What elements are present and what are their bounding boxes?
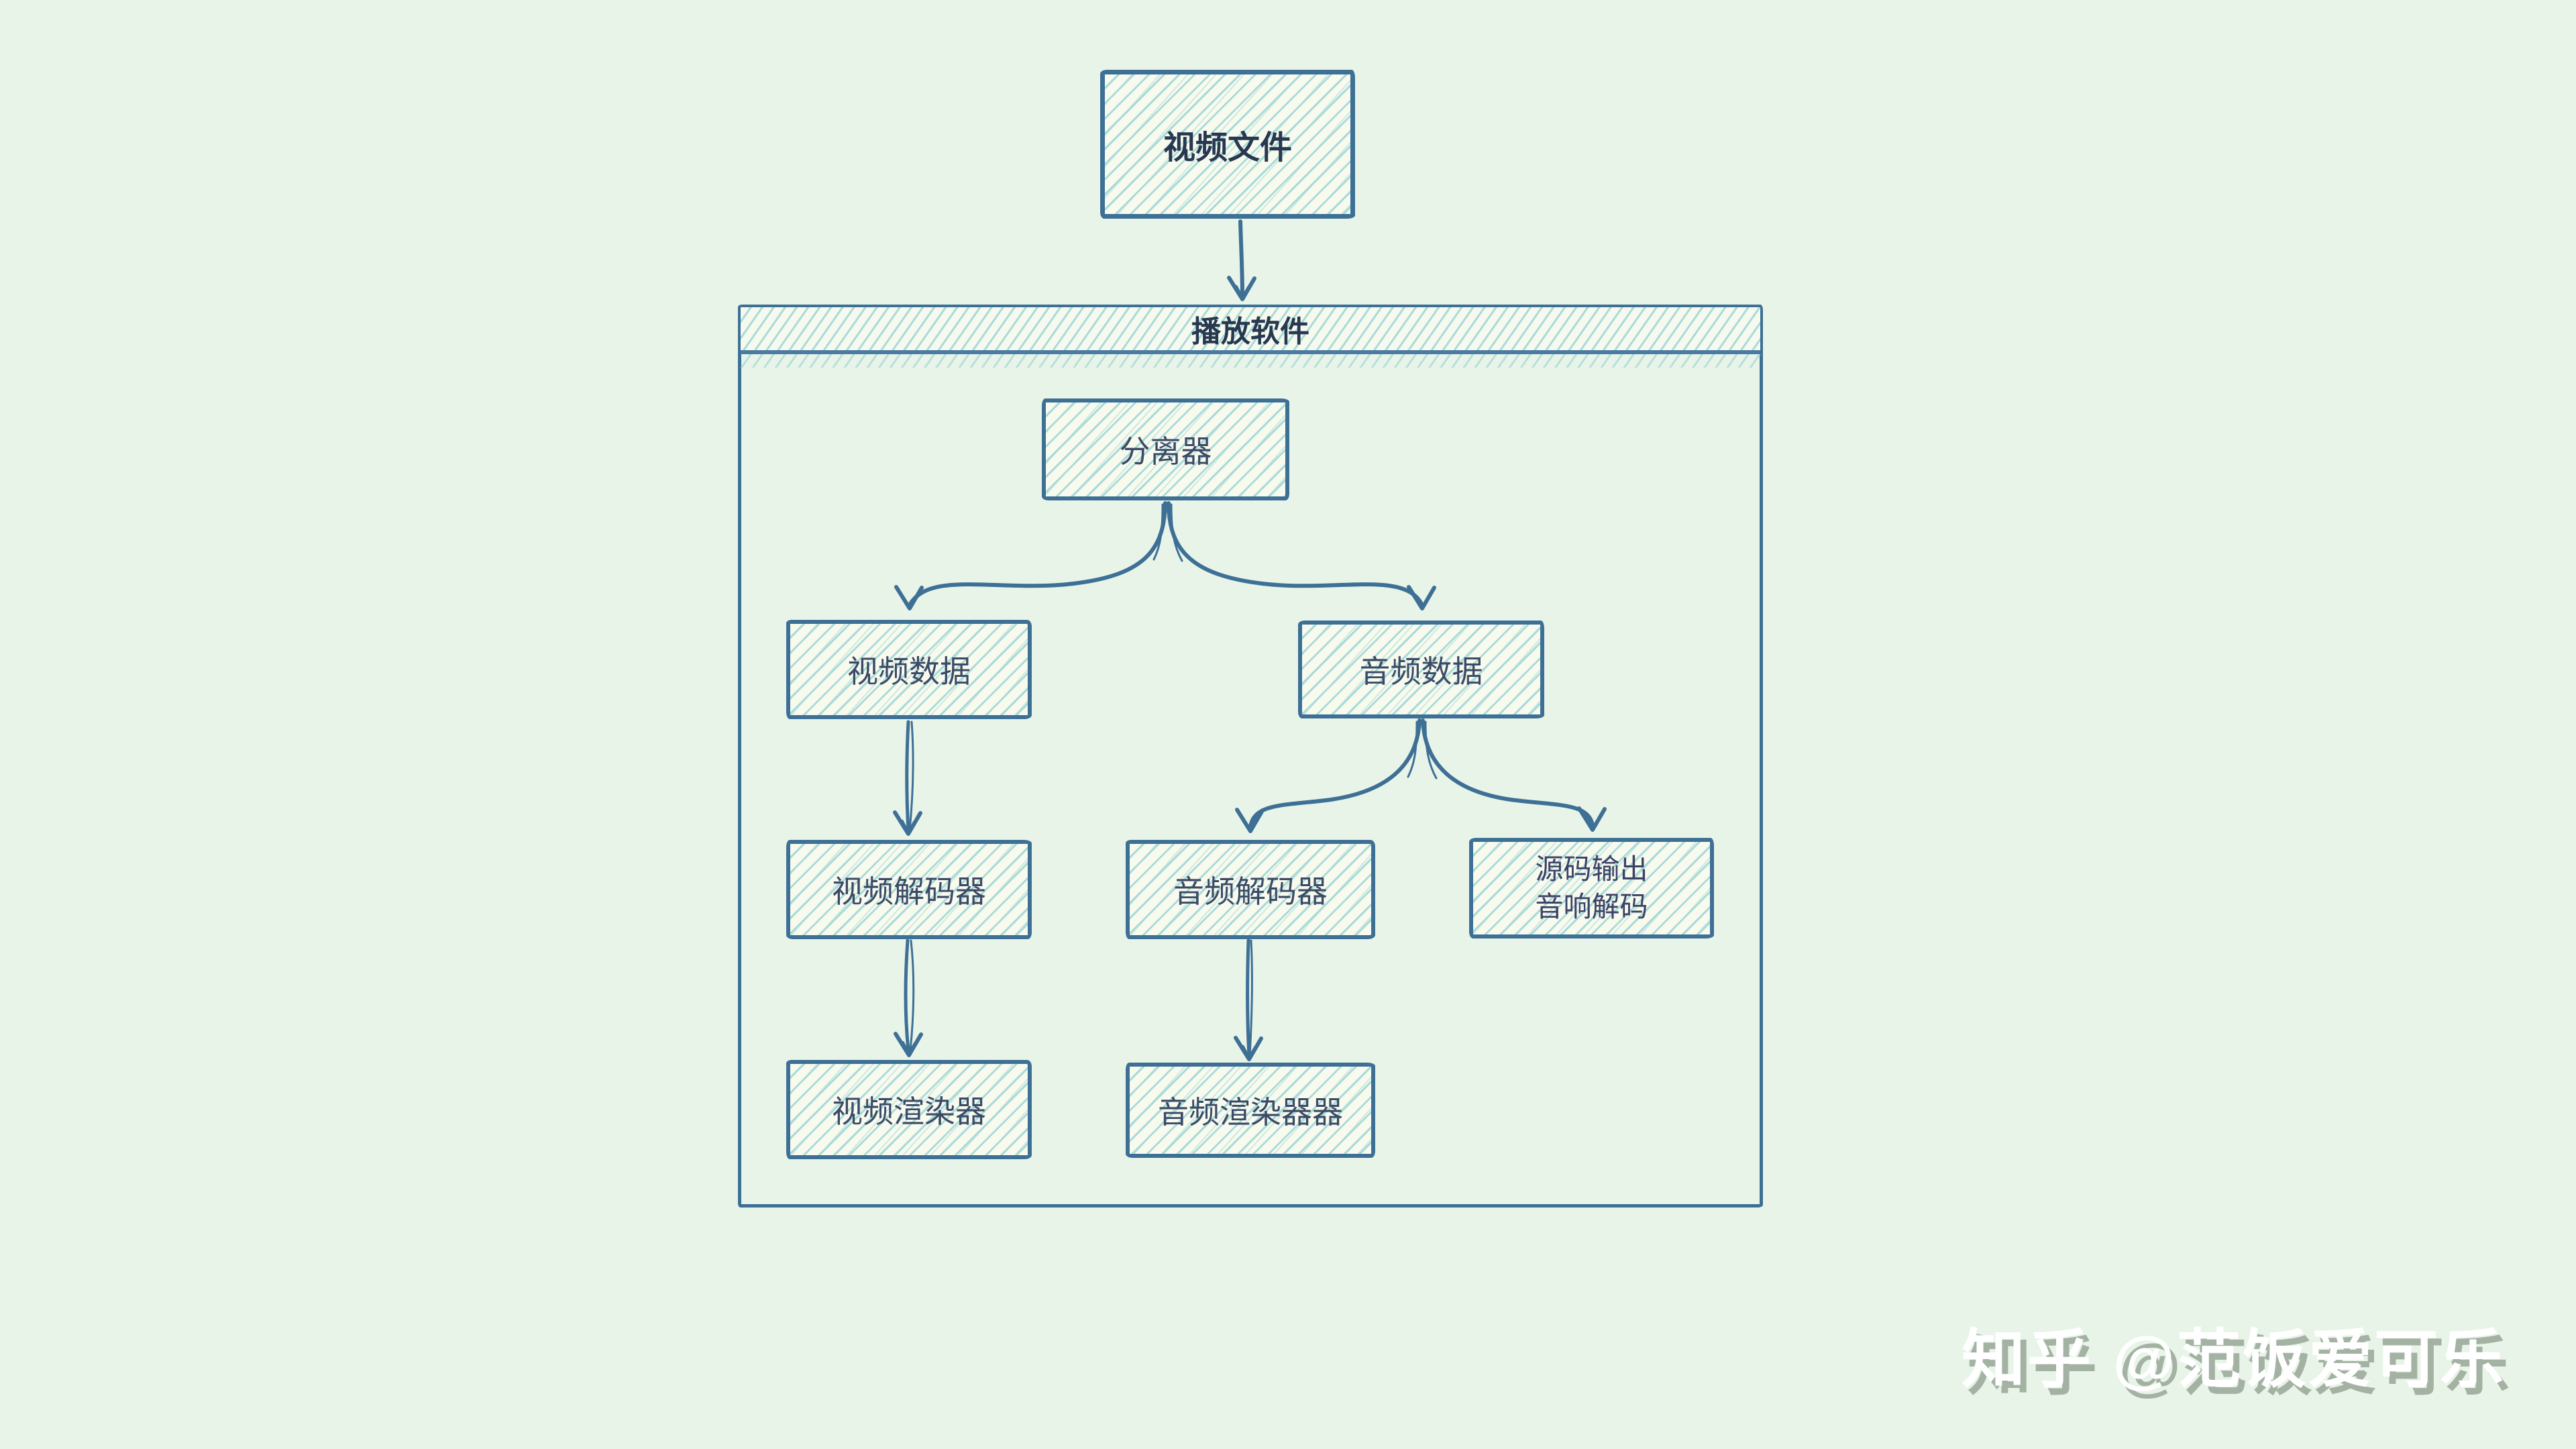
node-source-output-line1: 源码输出 (1535, 853, 1648, 885)
node-video-decoder: 视频解码器 (786, 840, 1032, 939)
node-video-file-label: 视频文件 (1163, 130, 1292, 166)
node-audio-decoder: 音频解码器 (1126, 840, 1375, 939)
node-audio-data-label: 音频数据 (1359, 654, 1483, 689)
node-source-output-audio-decode: 源码输出 音响解码 (1469, 838, 1714, 938)
node-splitter-label: 分离器 (1119, 434, 1212, 469)
node-audio-renderer: 音频渲染器器 (1126, 1063, 1375, 1158)
node-audio-data: 音频数据 (1298, 621, 1544, 718)
node-audio-renderer-label: 音频渲染器器 (1158, 1095, 1343, 1130)
node-source-output-line2: 音响解码 (1535, 891, 1648, 922)
container-player-software-title: 播放软件 (1191, 315, 1309, 348)
node-video-file: 视频文件 (1100, 70, 1355, 219)
zhihu-watermark: 知乎 @范饭爱可乐 (1961, 1324, 2506, 1395)
node-audio-decoder-label: 音频解码器 (1173, 874, 1328, 909)
node-video-renderer-label: 视频渲染器 (832, 1094, 986, 1129)
container-player-software: 播放软件 (738, 305, 1763, 1208)
node-video-data-label: 视频数据 (847, 654, 971, 689)
node-video-renderer: 视频渲染器 (786, 1060, 1032, 1159)
container-player-software-header: 播放软件 (741, 307, 1760, 368)
node-video-data: 视频数据 (786, 620, 1032, 719)
node-video-decoder-label: 视频解码器 (832, 874, 986, 909)
node-splitter: 分离器 (1042, 398, 1289, 500)
